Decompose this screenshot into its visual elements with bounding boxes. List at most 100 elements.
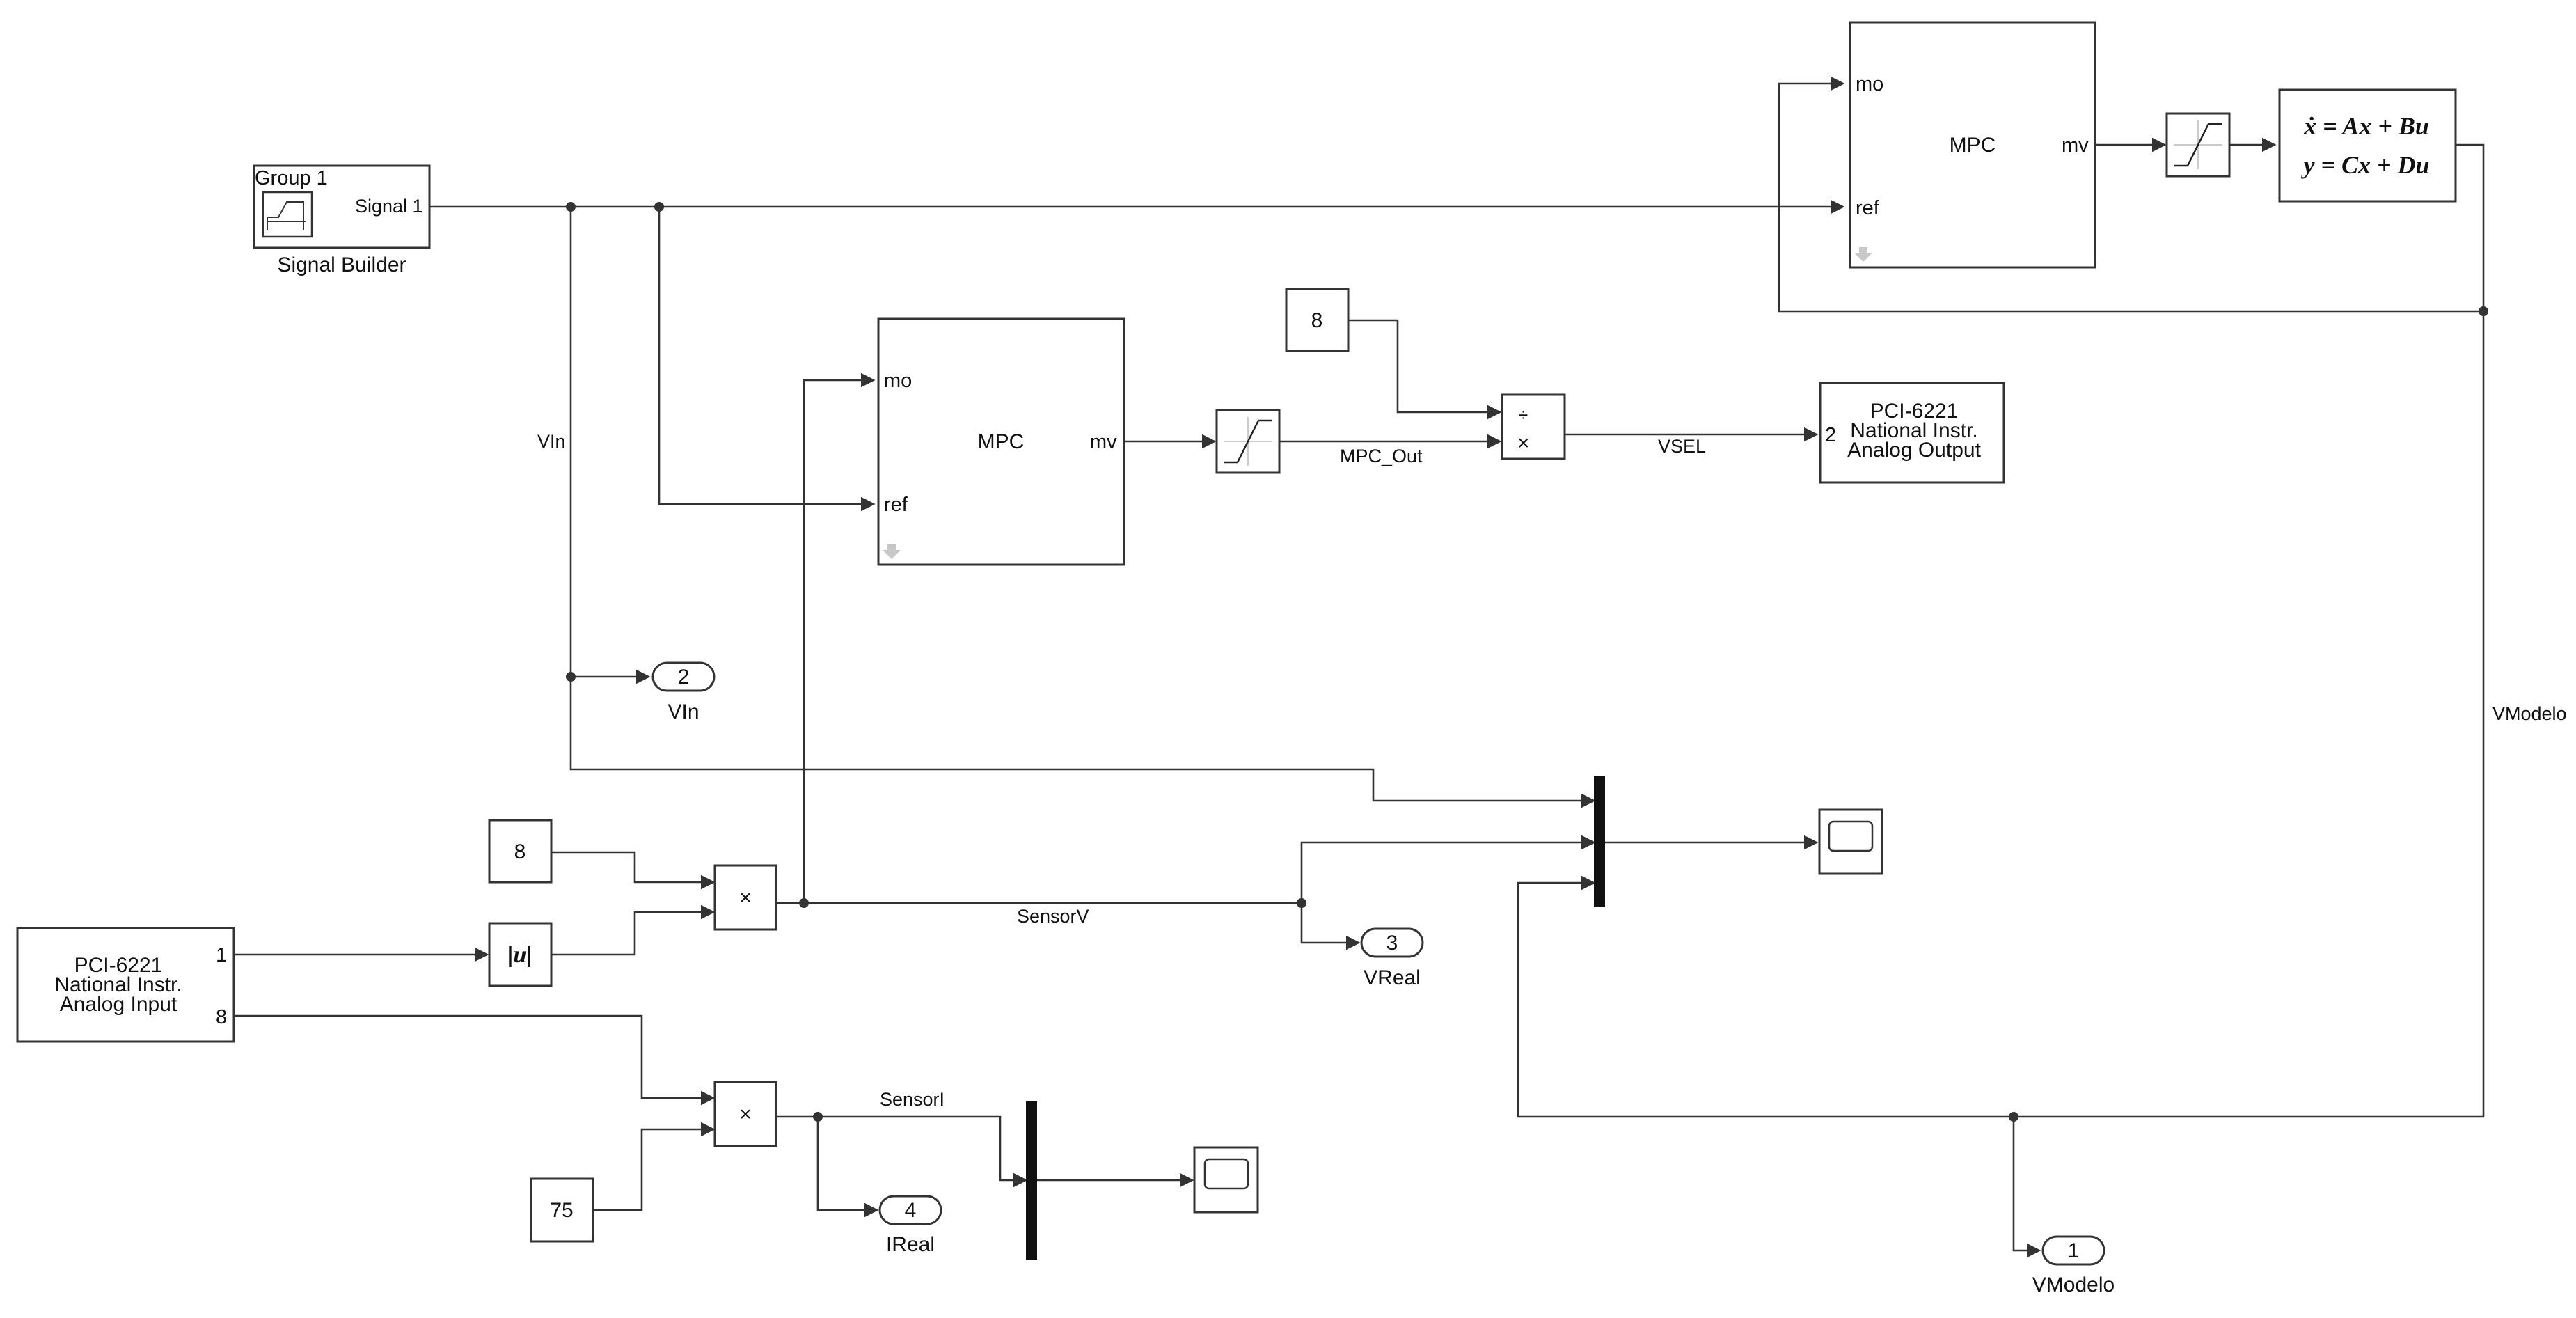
scope-screen-icon bbox=[1203, 1158, 1249, 1190]
constant-8-top-block[interactable]: 8 bbox=[1285, 288, 1350, 352]
analog-input-block[interactable]: 1 8 PCI-6221 National Instr. Analog Inpu… bbox=[16, 927, 235, 1043]
signal-labels: VIn MPC_Out VSEL SensorV SensorI VModelo bbox=[537, 431, 2567, 1110]
saturation-top-block[interactable] bbox=[2165, 112, 2231, 178]
mpc-mid-arrow-icon bbox=[883, 544, 901, 559]
junction-dot bbox=[1297, 898, 1306, 908]
analog-input-line2: National Instr. bbox=[54, 973, 182, 996]
analog-output-line1: PCI-6221 bbox=[1870, 400, 1959, 423]
mpc-mid-ref-label: ref bbox=[884, 494, 908, 516]
signal-builder-icon bbox=[262, 191, 313, 238]
junction-dot bbox=[813, 1112, 823, 1122]
outport-vin-number: 2 bbox=[678, 666, 690, 689]
abs-symbol: |u| bbox=[508, 942, 532, 968]
mpc-top-block[interactable]: mo ref mv MPC bbox=[1849, 21, 2096, 269]
signal-builder-name: Signal Builder bbox=[277, 253, 406, 276]
product-sensorv-block[interactable]: × bbox=[713, 864, 777, 931]
outport-ireal-label: IReal bbox=[886, 1233, 935, 1256]
signal-label-vmodelo: VModelo bbox=[2492, 703, 2567, 724]
abs-block[interactable]: |u| bbox=[488, 922, 553, 987]
mux-top-block[interactable] bbox=[1594, 776, 1605, 907]
signal-label-vsel: VSEL bbox=[1658, 436, 1706, 457]
outport-vmodelo-number: 1 bbox=[2068, 1239, 2080, 1262]
junction-dot bbox=[799, 898, 809, 908]
wire-ref-to-mpc-mid[interactable] bbox=[658, 207, 876, 512]
constant-75-block[interactable]: 75 bbox=[530, 1177, 594, 1243]
outport-ireal[interactable]: 4 IReal bbox=[878, 1195, 942, 1256]
mpc-mid-title: MPC bbox=[978, 430, 1025, 453]
outport-vreal[interactable]: 3 VReal bbox=[1360, 927, 1424, 989]
product-sensori-block[interactable]: × bbox=[713, 1081, 777, 1147]
wire-sensorv-to-mux[interactable] bbox=[1300, 835, 1596, 903]
saturation-icon bbox=[2174, 123, 2222, 167]
wire-abs-to-product[interactable] bbox=[551, 904, 716, 956]
signal-label-sensori: SensorI bbox=[880, 1089, 945, 1110]
mpc-mid-mv-label: mv bbox=[1090, 431, 1117, 453]
state-space-block[interactable]: ẋ = Ax + Bu y = Cx + Du bbox=[2278, 88, 2457, 203]
signal-label-vin: VIn bbox=[537, 431, 566, 452]
product-sensorv-symbol: × bbox=[739, 886, 752, 909]
signal-builder-group: Group 1 bbox=[255, 167, 328, 189]
wire-sensorv[interactable] bbox=[776, 902, 1361, 950]
signal-builder-block[interactable]: Group 1 Signal 1 Signal Builder bbox=[253, 164, 431, 276]
state-space-eq1: ẋ = Ax + Bu bbox=[2303, 112, 2429, 140]
junction-dot bbox=[654, 202, 664, 212]
outport-vmodelo[interactable]: 1 VModelo bbox=[2032, 1235, 2115, 1296]
analog-output-port: 2 bbox=[1825, 424, 1836, 446]
wire-sensori[interactable] bbox=[776, 1115, 1028, 1188]
junction-dot bbox=[566, 672, 576, 682]
analog-input-line1: PCI-6221 bbox=[74, 954, 163, 977]
signal-label-sensorv: SensorV bbox=[1017, 906, 1089, 927]
analog-output-line3: Analog Output bbox=[1847, 439, 1981, 462]
analog-input-line3: Analog Input bbox=[60, 993, 177, 1016]
mpc-top-mo-label: mo bbox=[1856, 73, 1883, 95]
signal-builder-port: Signal 1 bbox=[355, 196, 423, 217]
wire-const75-to-product2[interactable] bbox=[593, 1122, 716, 1211]
junction-dot bbox=[566, 202, 576, 212]
mpc-mid-mo-label: mo bbox=[884, 370, 912, 392]
analog-input-port1: 1 bbox=[216, 944, 227, 966]
constant-8-top-value: 8 bbox=[1311, 309, 1323, 332]
wire-ss-output[interactable] bbox=[1517, 143, 2485, 1118]
wire-vin-branch[interactable] bbox=[569, 207, 1596, 808]
outport-vmodelo-label: VModelo bbox=[2032, 1273, 2115, 1296]
scope-screen-icon bbox=[1828, 820, 1874, 852]
junction-dot bbox=[2009, 1112, 2018, 1122]
mpc-top-title: MPC bbox=[1950, 134, 1996, 157]
constant-8-left-value: 8 bbox=[514, 840, 526, 863]
scope-bottom-block[interactable] bbox=[1193, 1146, 1259, 1214]
mpc-mid-block[interactable]: mo ref mv MPC bbox=[877, 317, 1125, 566]
outport-vin[interactable]: 2 VIn bbox=[651, 661, 716, 723]
wire-sensorv-to-mpc-mid-mo[interactable] bbox=[803, 372, 876, 903]
wire-ain8-to-product2[interactable] bbox=[234, 1014, 716, 1106]
mpc-top-arrow-icon bbox=[1854, 247, 1872, 262]
saturation-icon bbox=[1224, 419, 1272, 464]
constant-8-left-block[interactable]: 8 bbox=[488, 819, 553, 884]
mpc-top-ref-label: ref bbox=[1856, 197, 1880, 219]
divide-times-symbol: × bbox=[1517, 432, 1530, 455]
wire-const8-to-divide[interactable] bbox=[1348, 319, 1502, 420]
analog-output-block[interactable]: 2 PCI-6221 National Instr. Analog Output bbox=[1819, 382, 2005, 484]
outport-vin-label: VIn bbox=[667, 700, 699, 723]
divide-symbol: ÷ bbox=[1519, 406, 1528, 425]
saturation-mid-block[interactable] bbox=[1215, 409, 1281, 474]
wire-vmodelo-to-outport1[interactable] bbox=[2012, 1117, 2041, 1258]
analog-input-port8: 8 bbox=[216, 1006, 227, 1028]
wire-const8-to-product[interactable] bbox=[551, 851, 716, 890]
outport-ireal-number: 4 bbox=[905, 1199, 917, 1222]
outport-vreal-number: 3 bbox=[1386, 932, 1398, 955]
constant-75-value: 75 bbox=[550, 1199, 573, 1222]
analog-output-line2: National Instr. bbox=[1850, 419, 1977, 442]
product-sensori-symbol: × bbox=[739, 1103, 752, 1126]
signal-lines bbox=[234, 76, 2488, 1258]
wire-sensori-to-outport4[interactable] bbox=[816, 1117, 879, 1218]
mpc-top-mv-label: mv bbox=[2062, 134, 2089, 157]
state-space-eq2: y = Cx + Du bbox=[2300, 151, 2429, 179]
divide-block[interactable]: ÷ × bbox=[1501, 393, 1566, 460]
mux-bottom-block[interactable] bbox=[1026, 1101, 1037, 1260]
scope-top-block[interactable] bbox=[1818, 808, 1883, 875]
signal-label-mpc-out: MPC_Out bbox=[1340, 446, 1423, 466]
outport-vreal-label: VReal bbox=[1364, 966, 1421, 989]
wire-vmodelo-to-mpc-top-mo[interactable] bbox=[1778, 76, 2483, 313]
